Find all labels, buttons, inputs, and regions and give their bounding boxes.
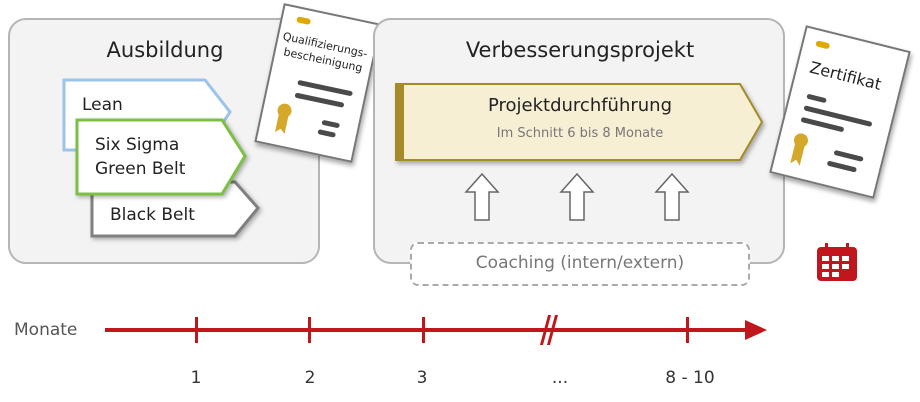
tick-label: ... bbox=[551, 368, 569, 388]
final-certificate: Zertifikat bbox=[769, 25, 911, 199]
project-phase-arrow bbox=[395, 83, 764, 161]
project-phase-subtitle: Im Schnitt 6 bis 8 Monate bbox=[496, 126, 664, 141]
project-phase-title: Projektdurchführung bbox=[487, 95, 673, 116]
calendar-icon bbox=[817, 243, 857, 281]
up-arrow-icon bbox=[654, 172, 690, 221]
timeline-label: Monate bbox=[14, 320, 78, 340]
tick-label: 8 - 10 bbox=[665, 368, 715, 388]
timeline-tick bbox=[686, 317, 689, 343]
timeline-tick bbox=[422, 317, 425, 343]
tick-label: 2 bbox=[304, 368, 316, 388]
timeline-tick bbox=[308, 317, 311, 343]
project-title: Verbesserungsprojekt bbox=[465, 38, 695, 62]
timeline-axis bbox=[105, 320, 767, 340]
lean-label: Lean bbox=[82, 95, 123, 115]
black-belt-label: Black Belt bbox=[110, 205, 195, 225]
training-levels bbox=[62, 78, 260, 238]
final-certificate-title: Zertifikat bbox=[807, 57, 884, 94]
coaching-box bbox=[410, 242, 750, 286]
green-belt-label-1: Six Sigma bbox=[95, 135, 180, 155]
timeline-arrowhead bbox=[745, 320, 767, 340]
training-title: Ausbildung bbox=[106, 38, 224, 62]
up-arrow-icon bbox=[464, 172, 500, 221]
tick-label: 3 bbox=[416, 368, 428, 388]
timeline-tick bbox=[195, 317, 198, 343]
tick-label: 1 bbox=[190, 368, 202, 388]
green-belt-arrow bbox=[75, 118, 247, 196]
logo-icon bbox=[296, 16, 312, 26]
logo-icon bbox=[815, 40, 831, 50]
support-arrows bbox=[464, 172, 690, 221]
green-belt-label-2: Green Belt bbox=[95, 159, 186, 179]
up-arrow-icon bbox=[559, 172, 595, 221]
coaching-label: Coaching (intern/extern) bbox=[475, 253, 685, 273]
